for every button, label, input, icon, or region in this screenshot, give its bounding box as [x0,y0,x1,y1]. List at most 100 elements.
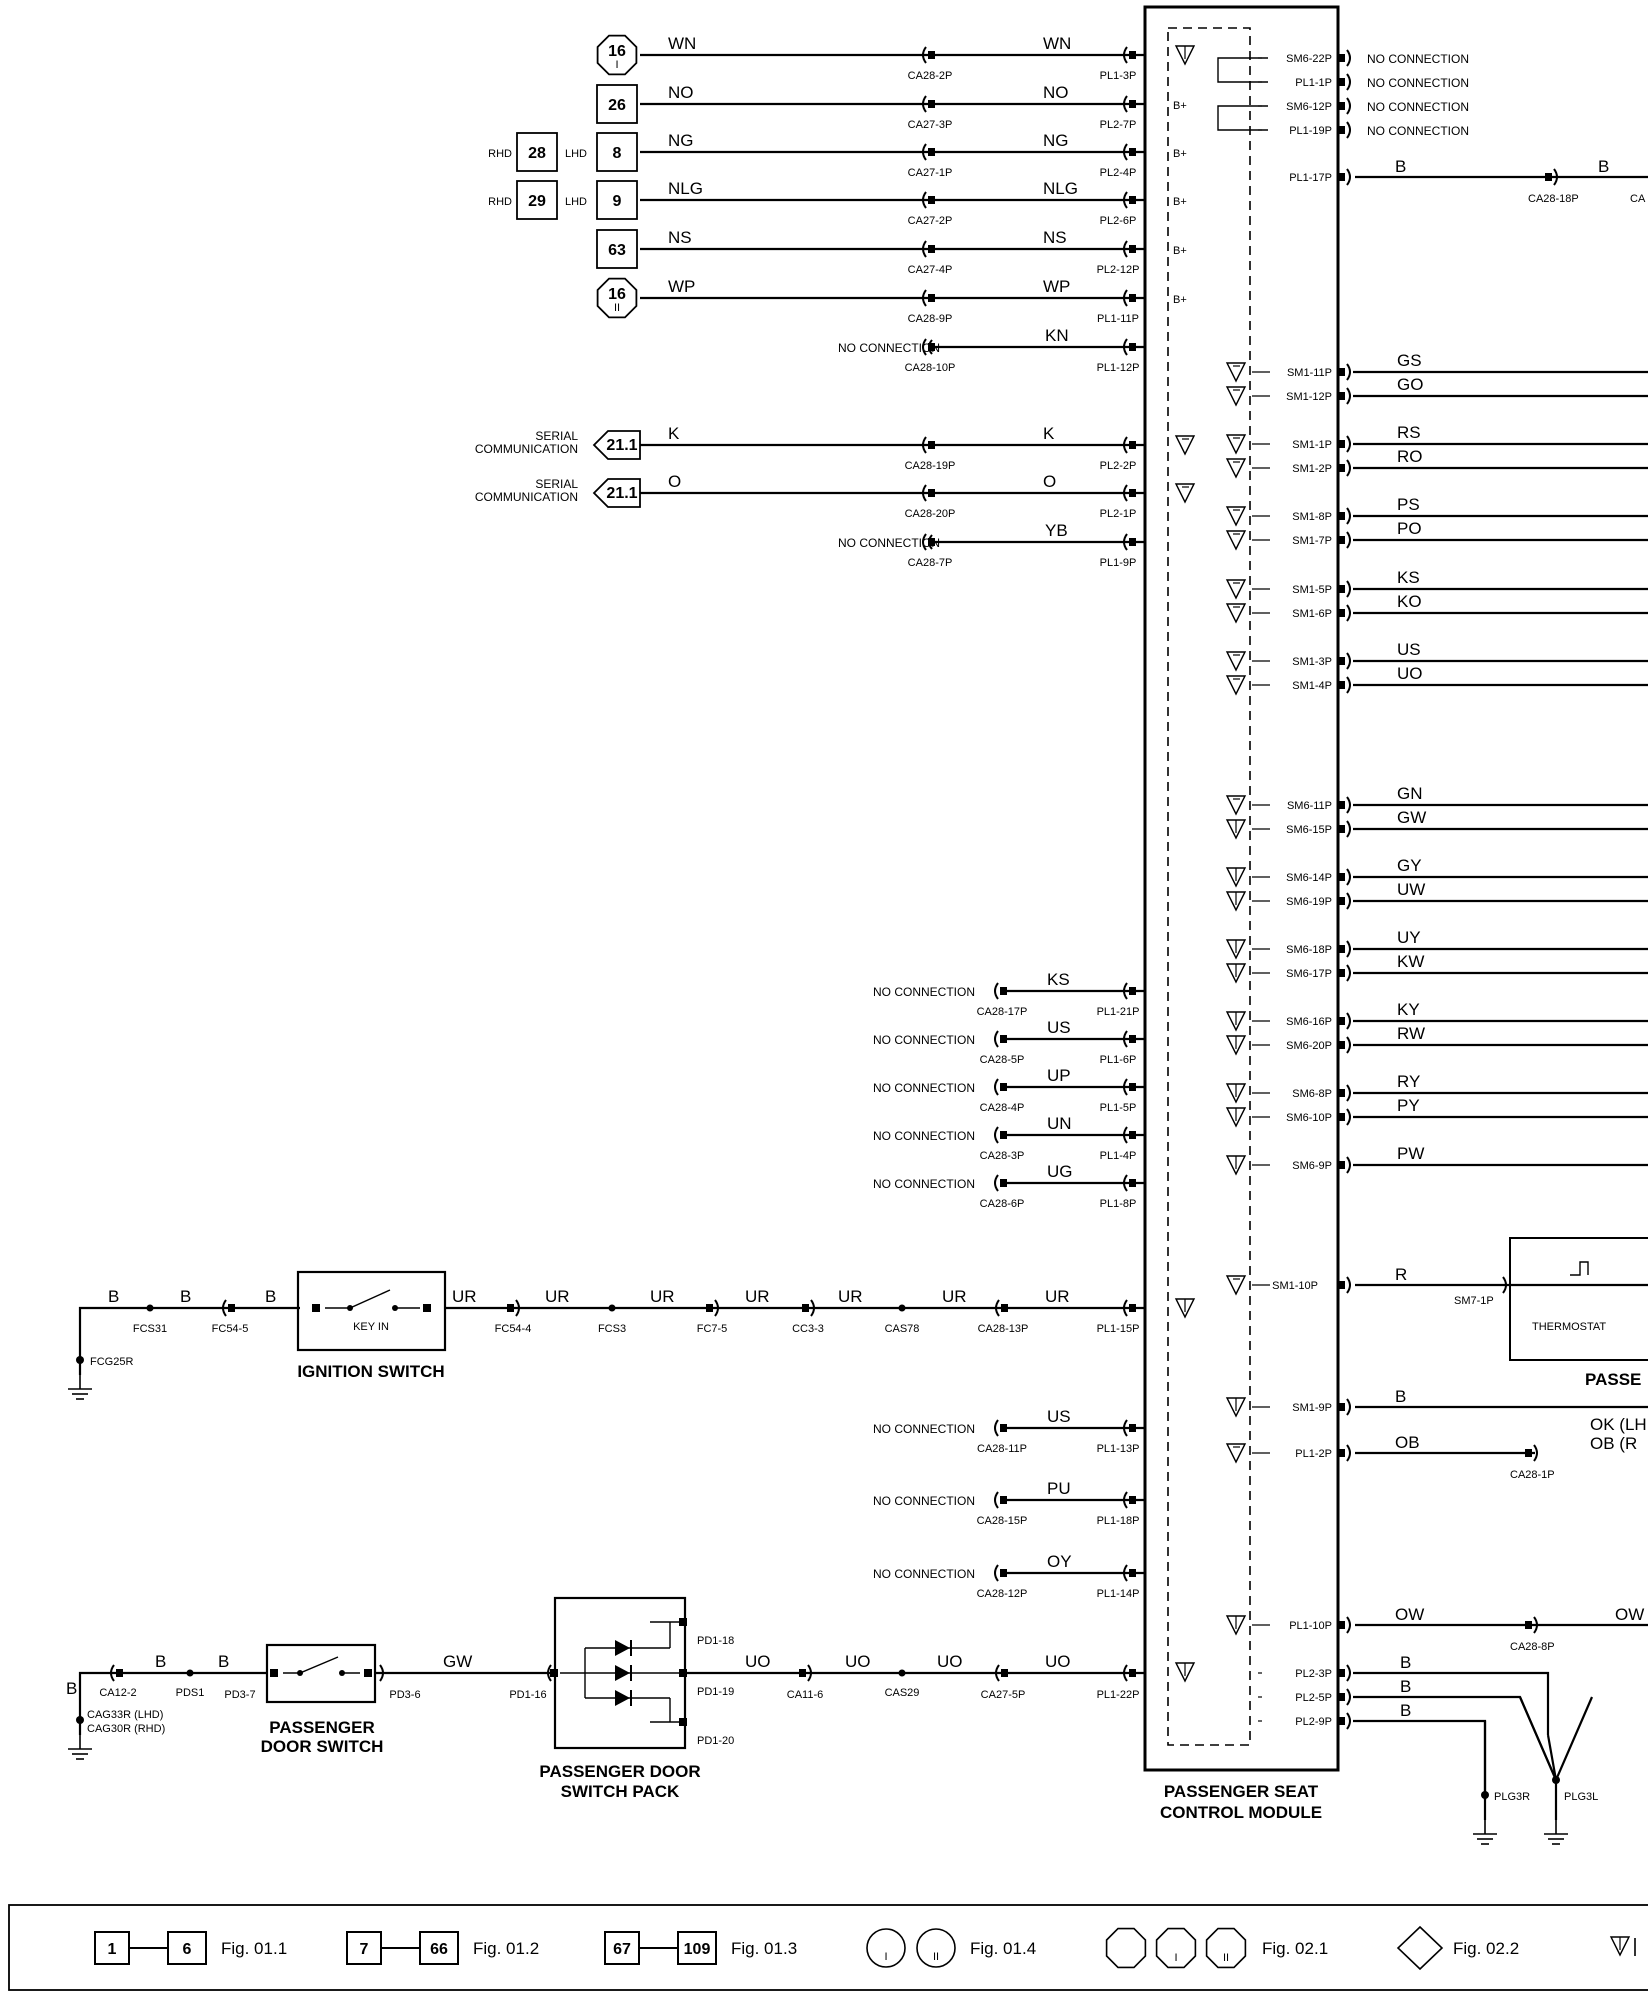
splice-connector [995,1299,1008,1317]
pl-connector [1123,338,1136,356]
triangle-symbol [1225,1107,1247,1128]
svg-text:OW: OW [1395,1605,1424,1624]
pl-connector [1123,533,1136,551]
wire-color: B [1400,1677,1411,1696]
ca-label: CA27-4P [908,264,953,276]
wire-color: B [265,1287,276,1306]
splice-connector [995,1664,1008,1682]
legend-fig: Fig. 01.1 [221,1939,287,1958]
pl-label: PL1-9P [1100,557,1137,569]
ca-connector [922,338,935,356]
ca-label: CA28-20P [905,508,956,520]
ref-number: 8 [613,145,622,162]
triangle-symbol [1225,603,1247,624]
pin-label: SM1-3P [1292,656,1332,668]
pl-label: PL2-12P [1097,264,1140,276]
pin-label: PL2-9P [1295,1716,1332,1728]
pl-connector [1123,191,1136,209]
splice-label: PD1-18 [697,1635,734,1647]
wire-color-2: NG [1043,131,1069,150]
bplus-label: B+ [1173,100,1187,112]
wire-color-2: NS [1043,228,1067,247]
triangle-symbol [1174,1662,1196,1683]
legend-sub-i: I [1174,1952,1177,1964]
ca-label: CA28-5P [980,1054,1025,1066]
no-connection-label: NO CONNECTION [1367,100,1469,114]
wire-color-2: O [1043,472,1056,491]
legend-from: 7 [360,1941,369,1958]
svg-text:B: B [1395,157,1406,176]
triangle-symbol [1225,1083,1247,1104]
triangle-symbol [1174,483,1196,504]
triangle-symbol [1225,963,1247,984]
ref-number: 26 [608,97,626,114]
pin-label: SM6-15P [1286,824,1332,836]
wire-color: PU [1047,1479,1071,1498]
wire-color: WP [668,277,695,296]
ref-box-26: 26 [596,84,638,124]
wire-color: RW [1397,1024,1425,1043]
lhd-label: LHD [565,196,587,208]
no-connection-label: NO CONNECTION [1367,52,1469,66]
switch-pack-title-2: SWITCH PACK [561,1782,680,1801]
wire-color: UO [937,1652,963,1671]
triangle-symbol [1174,435,1196,456]
pl-label: PL1-14P [1097,1588,1140,1600]
legend-to: 66 [430,1941,448,1958]
triangle-symbol [1225,362,1247,383]
thermostat-group: SM1-10P R SM7-1P THERMOSTAT PASSE [1272,1237,1648,1389]
wire-color: UO [1045,1652,1071,1671]
ca-label: CA27-1P [908,167,953,179]
key-in-label: KEY IN [353,1321,389,1333]
pl-label: PL1-21P [1097,1006,1140,1018]
wire-color: OY [1047,1552,1072,1571]
no-connection-label: NO CONNECTION [1367,76,1469,90]
wire-color: PO [1397,519,1422,538]
wire-color: B [1400,1701,1411,1720]
pl-connector [1123,1078,1136,1096]
no-connection-label: NO CONNECTION [1367,124,1469,138]
splice-label: FCS3 [598,1323,626,1335]
wire-color: GS [1397,351,1422,370]
ca-label: CA28-15P [977,1515,1028,1527]
pin-label: SM6-18P [1286,944,1332,956]
wire-color: B [1400,1653,1411,1672]
communication-label: COMMUNICATION [475,442,578,456]
triangle-symbol [1174,1298,1196,1319]
pin-label: SM6-19P [1286,896,1332,908]
ref-number: 16 [608,43,626,60]
wire-color: GN [1397,784,1423,803]
pl-connector [1123,1126,1136,1144]
legend-to: 109 [684,1941,711,1958]
triangle-symbol [1225,386,1247,407]
wire-color: NO [668,83,694,102]
pl-label: PL1-6P [1100,1054,1137,1066]
no-connection-label: NO CONNECTION [873,1567,975,1581]
triangle-symbol [1225,675,1247,696]
legend-from: 1 [108,1941,117,1958]
ignition-switch-title: IGNITION SWITCH [297,1362,444,1381]
splice-label: CA12-2 [99,1687,136,1699]
svg-text:SM1-9P: SM1-9P [1292,1402,1332,1414]
rhd-label: RHD [488,196,512,208]
wire-color: UG [1047,1162,1073,1181]
svg-text:OB (R: OB (R [1590,1434,1637,1453]
pin-label: SM1-11P [1287,367,1332,379]
svg-text:PL1-17P: PL1-17P [1289,172,1332,184]
wire-color: B [218,1652,229,1671]
legend-fig: Fig. 01.2 [473,1939,539,1958]
